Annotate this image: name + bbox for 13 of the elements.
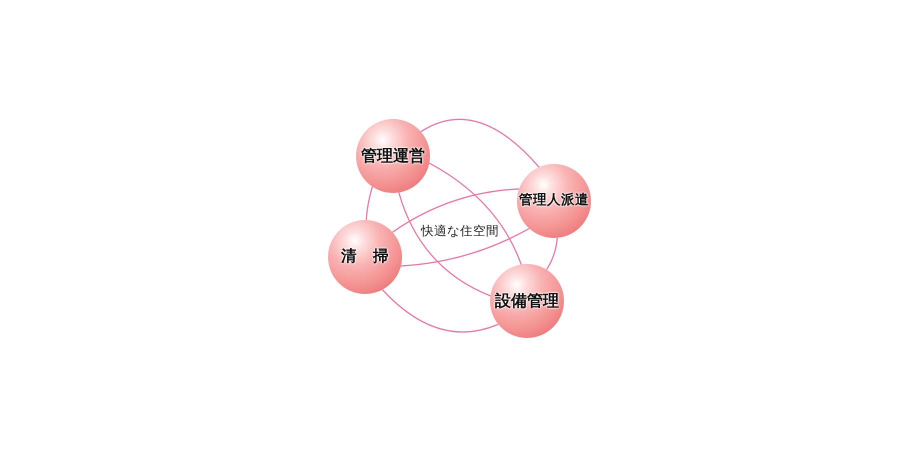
- connector-line: [429, 162, 522, 265]
- connector-line: [366, 186, 373, 220]
- connector-line: [400, 228, 530, 267]
- center-label: 快適な住空間: [420, 224, 500, 238]
- sphere: 管理運営: [356, 119, 430, 193]
- connector-line: [398, 192, 491, 296]
- sphere: 清 掃: [328, 220, 402, 294]
- sphere: 管理人派遣: [517, 164, 591, 238]
- sphere: 設備管理: [490, 264, 564, 338]
- connector-line: [392, 188, 520, 233]
- connector-line: [420, 118, 540, 168]
- connector-line: [382, 289, 498, 332]
- connector-line: [546, 238, 558, 270]
